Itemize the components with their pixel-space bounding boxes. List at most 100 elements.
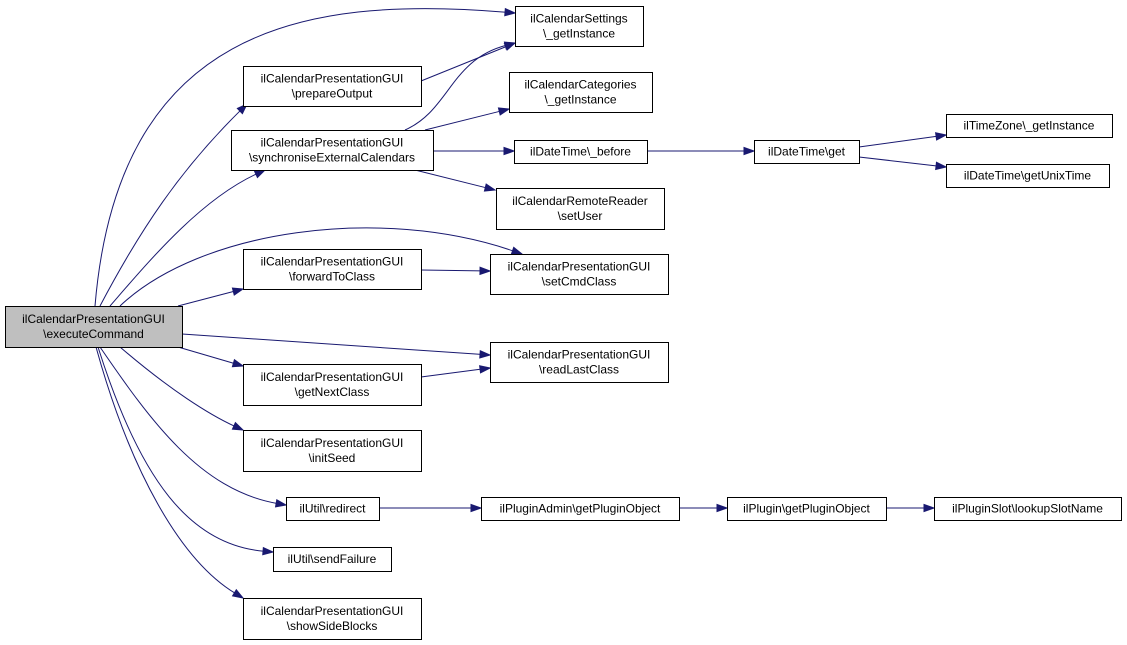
edge-pluginAdminGetPluginObject-to-pluginGetPluginObject [679, 503, 729, 513]
node-box [514, 140, 648, 164]
arrow-head-icon [253, 169, 267, 179]
arrow-head-icon [935, 132, 948, 141]
edge-line [414, 169, 487, 189]
node-remoteReaderSetUser[interactable]: ilCalendarRemoteReader\setUser [496, 188, 665, 230]
node-label-line: ilCalendarCategories [524, 78, 636, 92]
node-box [496, 188, 665, 230]
edge-prepareOutput-to-settingsGetInstance [420, 42, 517, 82]
node-label-line: ilUtil\sendFailure [288, 552, 377, 566]
node-label-line: ilCalendarPresentationGUI [261, 255, 404, 269]
node-box [509, 72, 653, 113]
node-pluginSlotLookupSlotName[interactable]: ilPluginSlot\lookupSlotName [934, 497, 1122, 521]
arrow-head-icon [483, 183, 497, 192]
arrow-head-icon [231, 588, 245, 599]
node-label-line: ilPluginSlot\lookupSlotName [952, 502, 1103, 516]
edge-executeCommand-to-readLastClass [181, 333, 492, 359]
node-label-line: \_getInstance [544, 93, 616, 107]
edge-line [420, 269, 482, 272]
node-label-line: \setUser [558, 209, 603, 223]
edge-dateTimeGet-to-dateTimeGetUnixTime [858, 156, 948, 171]
node-box [243, 249, 422, 290]
arrow-head-icon [923, 503, 936, 513]
node-utilSendFailure[interactable]: ilUtil\sendFailure [273, 547, 392, 572]
node-label-line: \executeCommand [43, 327, 144, 341]
node-utilRedirect[interactable]: ilUtil\redirect [286, 497, 380, 521]
edge-line [119, 346, 236, 427]
node-box [490, 254, 669, 295]
node-label-line: ilCalendarSettings [530, 12, 627, 26]
node-readLastClass[interactable]: ilCalendarPresentationGUI\readLastClass [490, 342, 669, 383]
node-box [481, 497, 680, 521]
edge-executeCommand-to-forwardToClass [177, 287, 245, 307]
edge-synchroniseExternalCalendars-to-dateTimeBefore [433, 146, 516, 156]
node-label-line: ilCalendarRemoteReader [512, 194, 647, 208]
edge-line [858, 156, 938, 167]
edge-getNextClass-to-readLastClass [420, 365, 492, 378]
edge-executeCommand-to-setCmdClass [119, 227, 524, 307]
edge-executeCommand-to-initSeed [119, 346, 245, 431]
node-dateTimeGetUnixTime[interactable]: ilDateTime\getUnixTime [946, 164, 1110, 188]
edge-dateTimeBefore-to-dateTimeGet [647, 146, 756, 156]
edge-line [181, 333, 482, 355]
edge-line [99, 109, 241, 307]
node-box [286, 497, 380, 521]
edge-synchroniseExternalCalendars-to-categoriesGetInstance [424, 107, 511, 131]
edge-executeCommand-to-settingsGetInstance [94, 7, 517, 307]
node-label-line: ilCalendarPresentationGUI [508, 348, 651, 362]
node-forwardToClass[interactable]: ilCalendarPresentationGUI\forwardToClass [243, 249, 422, 290]
node-box [727, 497, 887, 521]
node-box [934, 497, 1122, 521]
edge-pluginGetPluginObject-to-pluginSlotLookupSlotName [886, 503, 936, 513]
node-dateTimeBefore[interactable]: ilDateTime\_before [514, 140, 648, 164]
edges-layer [94, 7, 948, 599]
node-label-line: ilCalendarPresentationGUI [261, 72, 404, 86]
node-executeCommand[interactable]: ilCalendarPresentationGUI\executeCommand [5, 306, 183, 348]
node-box [946, 164, 1110, 188]
node-box [243, 598, 422, 640]
node-prepareOutput[interactable]: ilCalendarPresentationGUI\prepareOutput [243, 66, 422, 107]
node-label-line: \synchroniseExternalCalendars [249, 151, 415, 165]
arrow-head-icon [497, 107, 511, 116]
node-label-line: ilDateTime\get [768, 145, 846, 159]
node-dateTimeGet[interactable]: ilDateTime\get [754, 140, 860, 164]
node-initSeed[interactable]: ilCalendarPresentationGUI\initSeed [243, 430, 422, 472]
node-showSideBlocks[interactable]: ilCalendarPresentationGUI\showSideBlocks [243, 598, 422, 640]
node-getNextClass[interactable]: ilCalendarPresentationGUI\getNextClass [243, 364, 422, 406]
edge-line [424, 110, 501, 131]
arrow-head-icon [935, 161, 948, 171]
node-label-line: ilTimeZone\_getInstance [964, 119, 1095, 133]
node-label-line: \getNextClass [295, 385, 370, 399]
node-pluginGetPluginObject[interactable]: ilPlugin\getPluginObject [727, 497, 887, 521]
edge-line [95, 346, 236, 594]
node-label-line: \_getInstance [543, 27, 615, 41]
nodes-layer: ilCalendarPresentationGUI\executeCommand… [5, 6, 1122, 640]
node-label-line: ilDateTime\getUnixTime [964, 169, 1091, 183]
arrow-head-icon [503, 41, 517, 50]
edge-utilRedirect-to-pluginAdminGetPluginObject [379, 503, 483, 513]
node-categoriesGetInstance[interactable]: ilCalendarCategories\_getInstance [509, 72, 653, 113]
node-label-line: ilCalendarPresentationGUI [261, 604, 404, 618]
node-setCmdClass[interactable]: ilCalendarPresentationGUI\setCmdClass [490, 254, 669, 295]
node-settingsGetInstance[interactable]: ilCalendarSettings\_getInstance [515, 6, 644, 47]
node-box [243, 364, 422, 406]
node-timeZoneGetInstance[interactable]: ilTimeZone\_getInstance [946, 114, 1113, 138]
node-box [754, 140, 860, 164]
edge-line [177, 290, 235, 307]
node-pluginAdminGetPluginObject[interactable]: ilPluginAdmin\getPluginObject [481, 497, 680, 521]
node-label-line: ilCalendarPresentationGUI [261, 370, 404, 384]
edge-executeCommand-to-utilSendFailure [97, 346, 275, 556]
node-label-line: \showSideBlocks [287, 619, 378, 633]
node-box [243, 430, 422, 472]
node-label-line: \setCmdClass [542, 275, 617, 289]
arrow-head-icon [743, 146, 756, 156]
arrow-head-icon [504, 7, 517, 17]
node-label-line: ilCalendarPresentationGUI [261, 136, 404, 150]
node-synchroniseExternalCalendars[interactable]: ilCalendarPresentationGUI\synchroniseExt… [231, 130, 434, 171]
arrow-head-icon [510, 246, 524, 255]
arrow-head-icon [503, 146, 516, 156]
arrow-head-icon [479, 266, 492, 276]
edge-line [420, 45, 507, 82]
node-box [946, 114, 1113, 138]
node-label-line: \prepareOutput [292, 87, 373, 101]
